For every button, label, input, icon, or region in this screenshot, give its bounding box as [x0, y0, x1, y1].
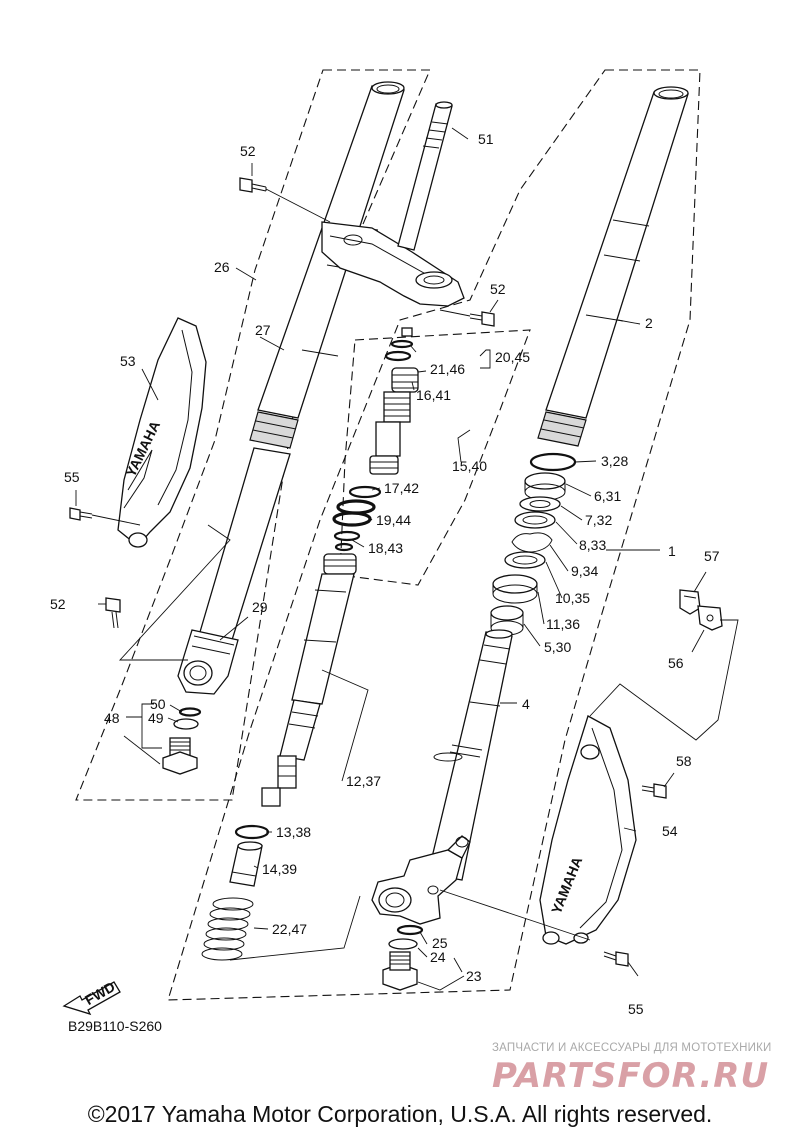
watermark-logo: PARTSFOR.RU: [492, 1056, 770, 1096]
callout-15-40: 15,40: [452, 458, 487, 474]
callout-17-42: 17,42: [384, 480, 419, 496]
callout-57: 57: [704, 548, 720, 564]
callout-labels: 1 2 4 3,28 6,31 7,32 8,33 9,34 10,35 11,…: [50, 131, 720, 1034]
callout-3-28: 3,28: [601, 453, 628, 469]
callout-10-35: 10,35: [555, 590, 590, 606]
callout-18-43: 18,43: [368, 540, 403, 556]
bolt-58: [641, 783, 667, 799]
callout-5-30: 5,30: [544, 639, 571, 655]
assembly-outlines: [75, 69, 701, 1001]
callout-52-left: 52: [50, 596, 66, 612]
callout-2: 2: [645, 315, 653, 331]
fork-spring: [201, 897, 254, 961]
callout-14-39: 14,39: [262, 861, 297, 877]
callout-25: 25: [432, 935, 448, 951]
callout-22-47: 22,47: [272, 921, 307, 937]
callout-55-right: 55: [628, 1001, 644, 1017]
callout-49: 49: [148, 710, 164, 726]
callout-16-41: 16,41: [416, 387, 451, 403]
right-fork-seal-stack: [490, 452, 577, 636]
callout-56: 56: [668, 655, 684, 671]
callout-27: 27: [255, 322, 271, 338]
callout-55-left: 55: [64, 469, 80, 485]
callout-19-44: 19,44: [376, 512, 411, 528]
bolts-52: [105, 177, 495, 629]
callout-26: 26: [214, 259, 230, 275]
callout-20-45: 20,45: [495, 349, 530, 365]
leader-lines: [75, 127, 739, 991]
callout-51: 51: [478, 131, 494, 147]
callout-13-38: 13,38: [276, 824, 311, 840]
axle-holder-bolt-set-right: [382, 924, 424, 991]
callout-9-34: 9,34: [571, 563, 598, 579]
forward-arrow-icon: FWD: [62, 978, 121, 1016]
callout-1: 1: [668, 543, 676, 559]
callout-58: 58: [676, 753, 692, 769]
copyright-notice: ©2017 Yamaha Motor Corporation, U.S.A. A…: [87, 1101, 713, 1127]
callout-4: 4: [522, 696, 530, 712]
bolt-55-right: [603, 951, 629, 967]
watermark-tagline: ЗАПЧАСТИ И АКСЕССУАРЫ ДЛЯ МОТОТЕХНИКИ: [492, 1042, 772, 1054]
callout-21-46: 21,46: [430, 361, 465, 377]
callout-53: 53: [120, 353, 136, 369]
bolt-55-left: [69, 507, 93, 521]
callout-12-37: 12,37: [346, 773, 381, 789]
callout-7-32: 7,32: [585, 512, 612, 528]
outer-tube-right: [537, 86, 689, 447]
callout-24: 24: [430, 949, 446, 965]
callout-6-31: 6,31: [594, 488, 621, 504]
axle-holder-bolt-set-left: [162, 707, 202, 775]
fork-guard-right: YAMAHA: [539, 715, 637, 945]
callout-50: 50: [150, 696, 166, 712]
damper-cartridge-parts: [201, 327, 419, 961]
diagram-code: B29B110-S260: [68, 1018, 162, 1034]
outer-tube-left: [177, 81, 405, 695]
callout-52-right: 52: [490, 281, 506, 297]
callout-54: 54: [662, 823, 678, 839]
callout-52-top: 52: [240, 143, 256, 159]
steering-stem-clamp: [321, 101, 465, 307]
callout-48: 48: [104, 710, 120, 726]
callout-23: 23: [466, 968, 482, 984]
callout-29: 29: [252, 599, 268, 615]
callout-8-33: 8,33: [579, 537, 606, 553]
guide-clips: [679, 589, 723, 631]
inner-tube-right: [371, 629, 513, 925]
callout-11-36: 11,36: [546, 616, 580, 632]
